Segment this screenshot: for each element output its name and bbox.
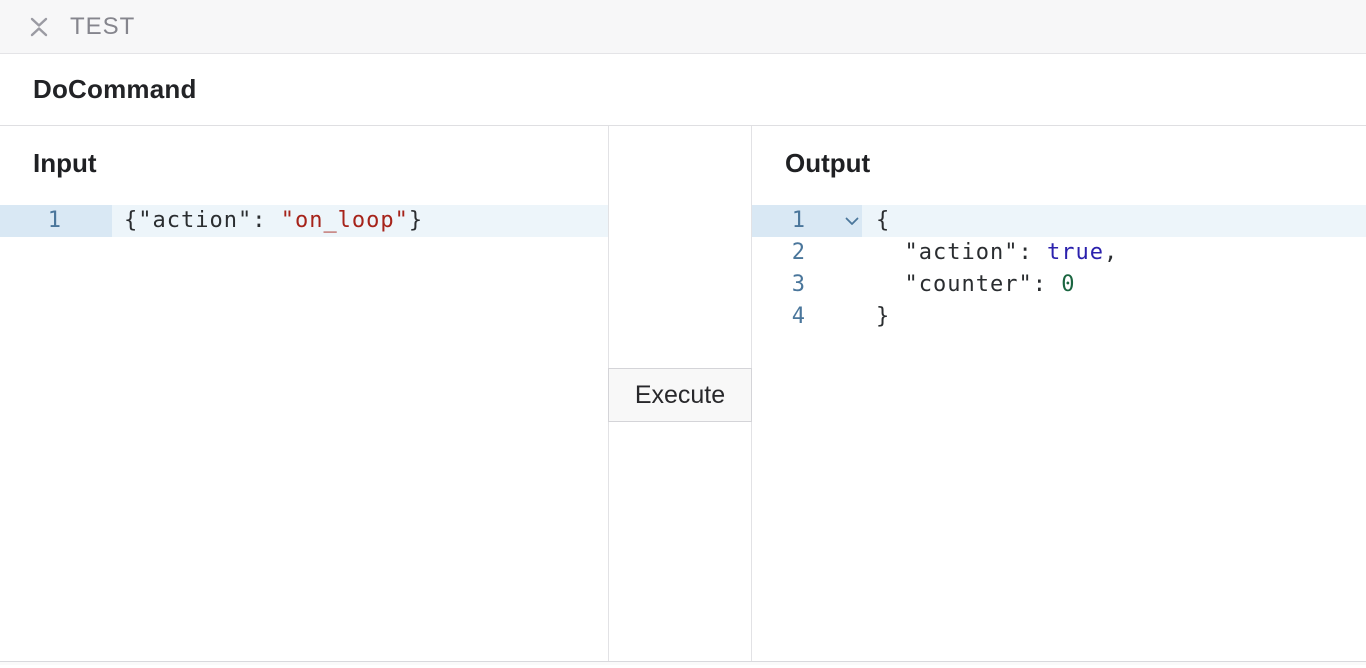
token-string: "on_loop" xyxy=(280,208,409,233)
editor-line: 1{ xyxy=(752,205,1366,237)
output-panel: Output 1{2 "action": true,3 "counter": 0… xyxy=(752,126,1366,661)
input-code-editor[interactable]: 1 {"action": "on_loop"} xyxy=(0,205,608,237)
token-plain: , xyxy=(1103,240,1119,265)
editor-line: 2 "action": true, xyxy=(752,237,1366,269)
code-line: "counter": 0 xyxy=(862,269,1366,301)
collapse-icon xyxy=(30,17,48,36)
line-gutter: 1 xyxy=(752,205,862,237)
line-gutter: 1 xyxy=(0,205,112,237)
test-section-label: TEST xyxy=(70,12,136,40)
fold-gutter xyxy=(806,269,862,301)
code-line: } xyxy=(862,301,1366,333)
token-plain: { xyxy=(876,208,891,233)
code-line: "action": true, xyxy=(862,237,1366,269)
token-plain: "counter": xyxy=(876,272,1062,297)
editor-line[interactable]: 1 {"action": "on_loop"} xyxy=(0,205,608,237)
token-plain: } xyxy=(408,208,424,233)
line-number: 1 xyxy=(47,208,62,233)
line-number: 4 xyxy=(791,304,806,329)
page-title: DoCommand xyxy=(33,74,197,104)
token-plain: "action": xyxy=(876,240,1047,265)
line-gutter: 3 xyxy=(752,269,862,301)
editor-line: 3 "counter": 0 xyxy=(752,269,1366,301)
line-number: 1 xyxy=(791,208,806,233)
docommand-test-area: Input 1{"action": "on_loop"} Execute Out… xyxy=(0,126,1366,661)
code-line[interactable]: {"action": "on_loop"} xyxy=(112,205,608,237)
command-title-row: DoCommand xyxy=(0,54,1366,126)
line-gutter: 2 xyxy=(752,237,862,269)
fold-gutter xyxy=(806,237,862,269)
test-section-header: TEST xyxy=(0,0,1366,54)
fold-toggle[interactable] xyxy=(806,205,862,237)
editor-line: 4} xyxy=(752,301,1366,333)
code-line: { xyxy=(862,205,1366,237)
fold-gutter xyxy=(62,205,112,237)
token-plain: {"action": xyxy=(124,208,281,233)
execute-column: Execute xyxy=(608,126,752,661)
line-gutter: 4 xyxy=(752,301,862,333)
bottom-divider xyxy=(0,661,1366,662)
execute-button[interactable]: Execute xyxy=(608,368,752,422)
collapse-test-panel-button[interactable] xyxy=(26,12,52,42)
input-panel: Input 1 {"action": "on_loop"} xyxy=(0,126,609,661)
token-plain: } xyxy=(876,304,891,329)
line-number: 3 xyxy=(791,272,806,297)
chevron-down-icon xyxy=(845,217,859,225)
token-atom: true xyxy=(1046,240,1104,265)
fold-gutter xyxy=(806,301,862,333)
line-number: 2 xyxy=(791,240,806,265)
output-heading: Output xyxy=(785,148,871,178)
input-heading: Input xyxy=(33,148,97,178)
bottom-strip xyxy=(0,662,1366,665)
token-number: 0 xyxy=(1061,272,1076,297)
